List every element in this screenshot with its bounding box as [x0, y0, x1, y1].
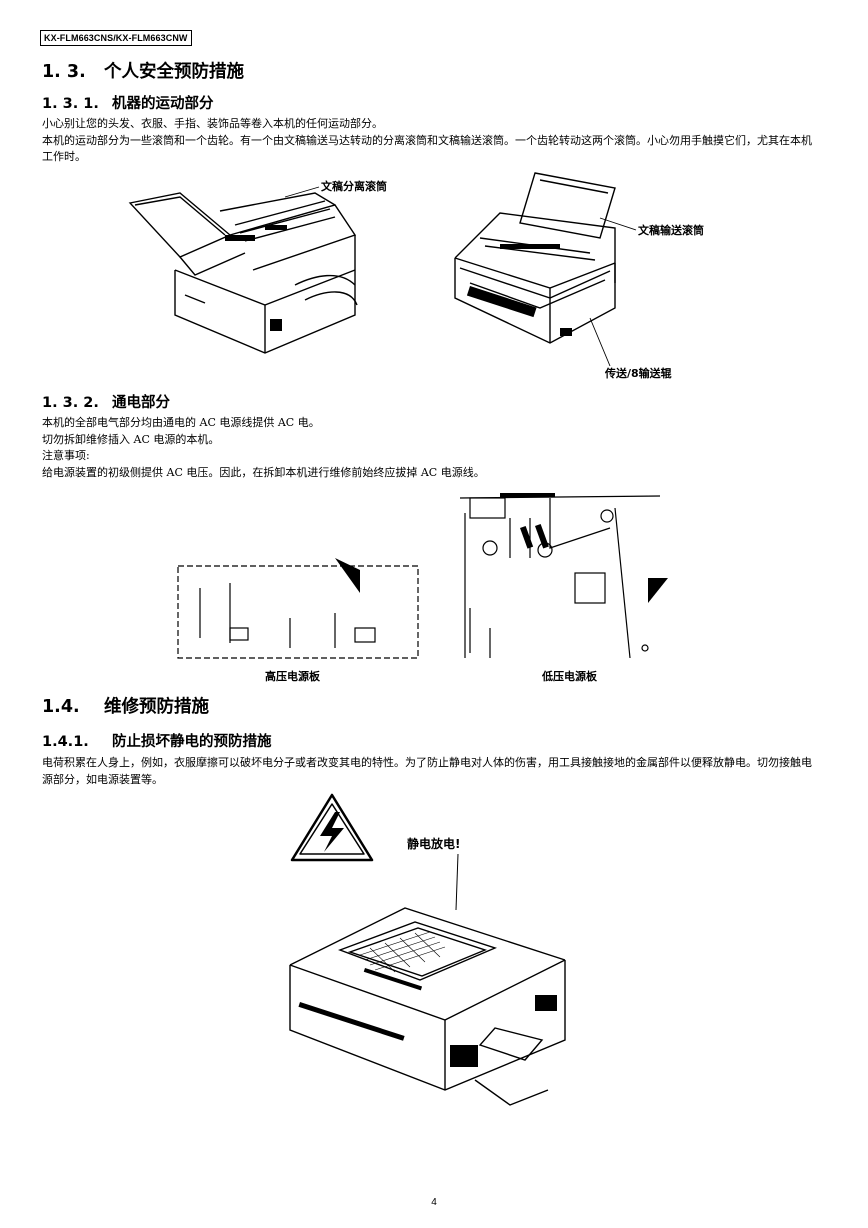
section-heading-1-3-2: 1. 3. 2. 通电部分	[42, 394, 170, 413]
text-line: 本机的全部电气部分均由通电的 AC 电源线提供 AC 电。	[42, 416, 320, 429]
callout-feed-roller: 文稿输送滚筒	[638, 223, 704, 237]
text-line: 注意事项:	[42, 449, 90, 462]
section-title: 个人安全预防措施	[104, 62, 244, 82]
callout-transfer-roller: 传送/8输送辊	[604, 366, 672, 380]
section-number: 1. 3. 2.	[42, 395, 99, 411]
section-heading-1-4-1: 1.4.1. 防止损坏静电的预防措施	[42, 733, 272, 752]
section-heading-1-4: 1.4. 维修预防措施	[42, 696, 209, 718]
section-heading-1-3: 1. 3. 个人安全预防措施	[42, 61, 244, 83]
section-title: 机器的运动部分	[112, 96, 214, 112]
page-number: 4	[431, 1197, 437, 1208]
paragraph-moving-parts: 小心别让您的头发、衣服、手指、装饰品等卷入本机的任何运动部分。 本机的运动部分为…	[42, 116, 812, 166]
section-title: 防止损坏静电的预防措施	[112, 734, 272, 750]
section-number: 1. 3. 1.	[42, 96, 99, 112]
model-number-tag: KX-FLM663CNS/KX-FLM663CNW	[40, 30, 192, 46]
fax-machine-open-cover-illustration: 文稿分离滚筒	[128, 179, 387, 354]
callout-static-discharge: 静电放电!	[407, 836, 460, 851]
text-line: 切勿拆卸维修插入 AC 电源的本机。	[42, 432, 220, 446]
esd-warning-illustration: 静电放电!	[289, 793, 566, 1106]
section-title: 维修预防措施	[104, 697, 209, 717]
label-high-voltage-board: 高压电源板	[265, 669, 321, 683]
paragraph-live-parts: 本机的全部电气部分均由通电的 AC 电源线提供 AC 电。 切勿拆卸维修插入 A…	[42, 415, 812, 481]
section-title: 通电部分	[112, 395, 170, 411]
callout-separation-roller: 文稿分离滚筒	[321, 179, 387, 193]
text-line: 给电源装置的初级侧提供 AC 电压。因此，在拆卸本机进行维修前始终应拔掉 AC …	[42, 465, 485, 479]
fax-machine-rollers-illustration: 文稿输送滚筒 传送/8输送辊	[454, 172, 704, 380]
high-voltage-warning-icon	[290, 793, 374, 862]
text-line: 电荷积累在人身上，例如，衣服摩擦可以破坏电分子或者改变其电的特性。为了防止静电对…	[42, 756, 812, 786]
section-heading-1-3-1: 1. 3. 1. 机器的运动部分	[42, 95, 214, 114]
section-number: 1. 3.	[42, 62, 86, 82]
power-supply-boards-illustration: 高压电源板 低压电源板	[177, 493, 668, 683]
paragraph-esd-precautions: 电荷积累在人身上，例如，衣服摩擦可以破坏电分子或者改变其电的特性。为了防止静电对…	[42, 755, 812, 788]
section-number: 1.4.	[42, 697, 80, 717]
text-line: 小心别让您的头发、衣服、手指、装饰品等卷入本机的任何运动部分。	[42, 117, 383, 130]
label-low-voltage-board: 低压电源板	[541, 669, 598, 683]
section-number: 1.4.1.	[42, 734, 89, 750]
text-line: 本机的运动部分为一些滚筒和一个齿轮。有一个由文稿输送马达转动的分离滚筒和文稿输送…	[42, 133, 812, 164]
